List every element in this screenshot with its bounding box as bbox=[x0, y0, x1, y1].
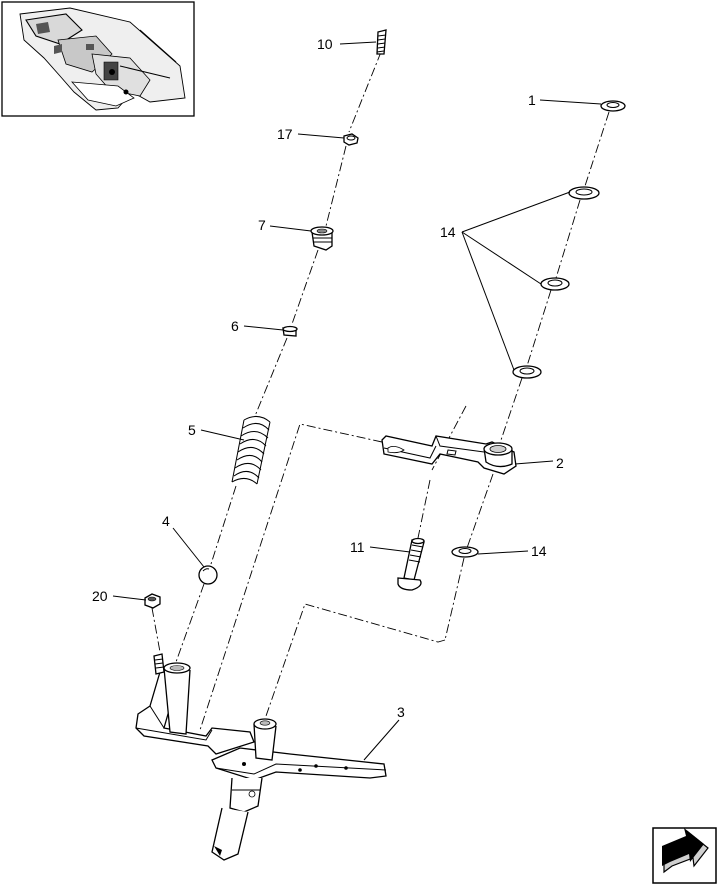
callout-2: 2 bbox=[514, 455, 564, 471]
callout-label-11: 11 bbox=[350, 539, 365, 555]
callout-5: 5 bbox=[188, 422, 245, 441]
callout-label-14-single: 14 bbox=[531, 543, 547, 559]
part-14-washer-bottom[interactable] bbox=[451, 546, 479, 558]
part-10-stud[interactable] bbox=[376, 29, 387, 55]
callout-6: 6 bbox=[231, 318, 284, 334]
callout-3: 3 bbox=[363, 704, 405, 761]
overview-thumbnail[interactable] bbox=[1, 1, 195, 117]
callout-label-4: 4 bbox=[162, 513, 170, 529]
callout-7: 7 bbox=[258, 217, 312, 233]
callout-label-7: 7 bbox=[258, 217, 266, 233]
callout-label-3: 3 bbox=[397, 704, 405, 720]
callout-4: 4 bbox=[162, 513, 205, 568]
part-5-spring[interactable] bbox=[231, 416, 271, 485]
callout-20: 20 bbox=[92, 588, 147, 604]
callout-label-5: 5 bbox=[188, 422, 196, 438]
part-1-washer[interactable] bbox=[600, 100, 626, 112]
part-14-washer-lower[interactable] bbox=[512, 365, 542, 379]
part-14-washer-middle[interactable] bbox=[540, 277, 570, 291]
next-page-button[interactable] bbox=[652, 827, 717, 884]
callout-label-17: 17 bbox=[277, 126, 293, 142]
part-2-lever-arm[interactable] bbox=[381, 435, 517, 475]
callout-14-group: 14 bbox=[440, 191, 571, 371]
next-page-arrow-icon bbox=[662, 828, 709, 874]
callout-10: 10 bbox=[317, 36, 377, 52]
part-20-nut[interactable] bbox=[144, 593, 161, 609]
part-14-washer-upper[interactable] bbox=[568, 186, 600, 200]
part-3-bracket-assembly[interactable] bbox=[135, 653, 387, 861]
part-7-plug[interactable] bbox=[310, 226, 334, 251]
callout-14-single: 14 bbox=[477, 543, 547, 559]
part-6-pin[interactable] bbox=[282, 325, 298, 337]
centerlines bbox=[151, 51, 610, 731]
callout-label-2: 2 bbox=[556, 455, 564, 471]
part-17-nut[interactable] bbox=[343, 133, 359, 146]
callout-label-14-group: 14 bbox=[440, 224, 456, 240]
part-11-bolt[interactable] bbox=[397, 537, 425, 591]
callout-label-6: 6 bbox=[231, 318, 239, 334]
callout-label-1: 1 bbox=[528, 92, 536, 108]
callout-17: 17 bbox=[277, 126, 345, 142]
callout-1: 1 bbox=[528, 92, 602, 108]
callout-label-20: 20 bbox=[92, 588, 108, 604]
callout-11: 11 bbox=[350, 539, 411, 555]
machine-overview-icon bbox=[19, 7, 186, 111]
part-4-ball[interactable] bbox=[198, 565, 218, 585]
callout-label-10: 10 bbox=[317, 36, 333, 52]
